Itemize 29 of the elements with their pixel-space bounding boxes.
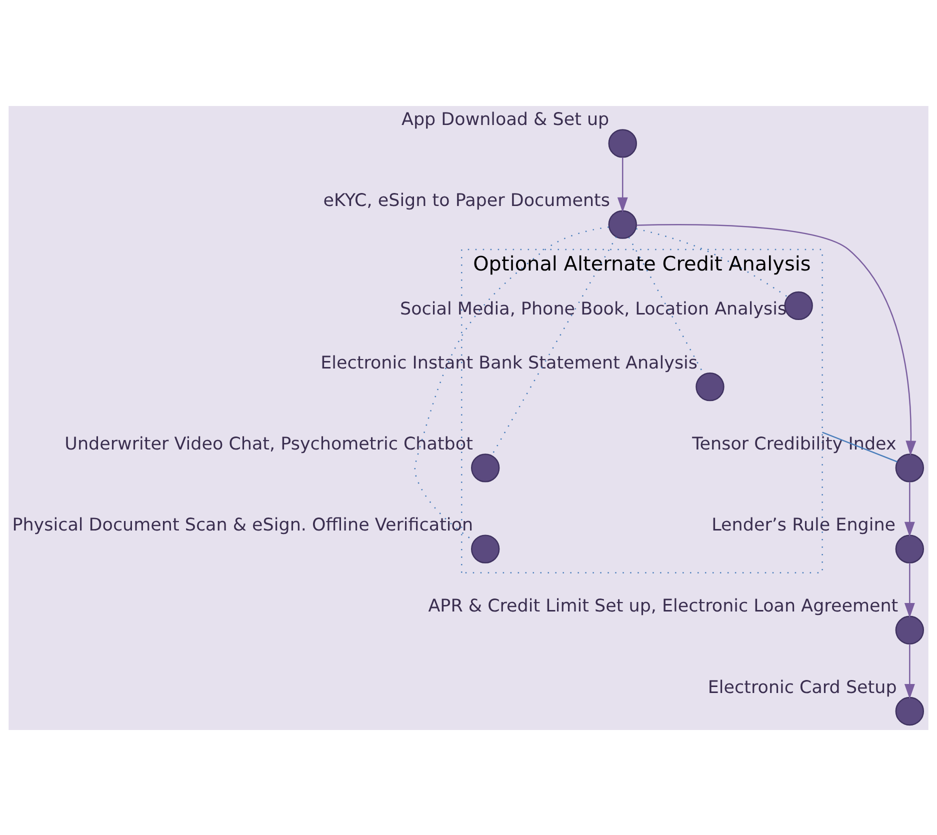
node-label: Social Media, Phone Book, Location Analysis <box>400 299 787 320</box>
arrow <box>904 562 915 618</box>
node-label: Physical Document Scan & eSign. Offline Verification <box>12 515 474 536</box>
node-circle <box>471 453 500 482</box>
connector <box>822 431 898 462</box>
connector <box>491 236 617 456</box>
node-circle <box>895 534 924 563</box>
node-label: App Download & Set up <box>401 109 610 130</box>
node-circle <box>696 372 724 401</box>
node-label: Underwriter Video Chat, Psychometric Chatbot <box>64 434 473 454</box>
node-label: APR & Credit Limit Set up, Electronic Loan Agreement <box>428 596 898 616</box>
node-circle <box>895 453 924 482</box>
node-label: Lender’s Rule Engine <box>712 515 896 536</box>
node-circle <box>608 210 637 238</box>
arrow <box>904 481 915 536</box>
node-label: Electronic Card Setup <box>708 677 897 698</box>
arrow <box>904 644 915 699</box>
arrow <box>636 224 916 456</box>
connector <box>414 226 609 541</box>
node-circle <box>471 534 500 563</box>
connector <box>636 228 788 297</box>
node-circle <box>784 290 813 320</box>
node-label: Electronic Instant Bank Statement Analysis <box>320 352 698 373</box>
node-circle <box>608 128 637 158</box>
node-label: eKYC, eSign to Paper Documents <box>323 190 610 211</box>
node-circle <box>895 696 924 726</box>
node-label: Tensor Credibility Index <box>692 434 896 454</box>
arrow <box>617 156 628 212</box>
node-circle <box>895 615 924 644</box>
